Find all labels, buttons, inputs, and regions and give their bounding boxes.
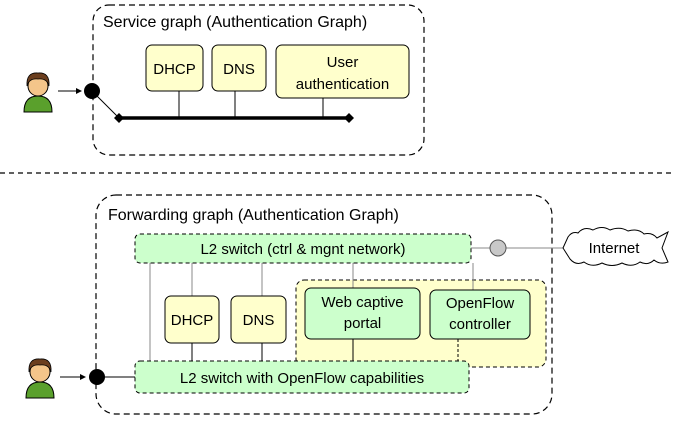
l2-ctrl-switch-label: L2 switch (ctrl & mgnt network) — [200, 241, 405, 258]
service-graph: Service graph (Authentication Graph) DHC… — [23, 4, 425, 156]
service-user-arrowhead — [76, 88, 82, 94]
service-bus-right-end — [344, 113, 354, 123]
service-user-auth-label-line2: authentication — [296, 76, 389, 93]
service-user-icon — [23, 72, 53, 113]
l2-openflow-switch-label: L2 switch with OpenFlow capabilities — [180, 370, 424, 387]
forwarding-dhcp-box: DHCP — [164, 295, 220, 344]
forwarding-user-icon — [25, 358, 55, 399]
captive-label-line2: portal — [344, 315, 382, 332]
service-dns-box: DNS — [211, 44, 267, 92]
openflow-label-line1: OpenFlow — [446, 295, 515, 312]
service-dns-label: DNS — [223, 61, 255, 78]
forwarding-dns-box: DNS — [230, 295, 287, 344]
service-entry-port — [84, 83, 100, 99]
internet-label: Internet — [589, 240, 641, 257]
service-dhcp-label: DHCP — [153, 61, 196, 78]
forwarding-user-arrowhead — [80, 374, 86, 380]
web-captive-portal-box: Web captive portal — [304, 287, 421, 340]
service-dhcp-box: DHCP — [145, 44, 204, 92]
forwarding-dns-label: DNS — [243, 312, 275, 329]
service-graph-border — [92, 4, 425, 156]
forwarding-entry-port — [89, 369, 105, 385]
service-user-auth-label-line1: User — [327, 54, 359, 71]
openflow-label-line2: controller — [449, 316, 511, 333]
openflow-controller-box: OpenFlow controller — [429, 289, 531, 340]
l2-ctrl-switch: L2 switch (ctrl & mgnt network) — [134, 233, 472, 264]
forwarding-graph-border — [95, 194, 553, 415]
l2-openflow-switch: L2 switch with OpenFlow capabilities — [134, 360, 470, 394]
forwarding-dhcp-label: DHCP — [171, 312, 214, 329]
internet-gateway-port — [489, 239, 507, 257]
forwarding-graph-title: Forwarding graph (Authentication Graph) — [108, 207, 399, 224]
internet-cloud: Internet — [562, 227, 669, 266]
service-graph-title: Service graph (Authentication Graph) — [103, 14, 367, 31]
forwarding-graph: Forwarding graph (Authentication Graph) … — [25, 194, 669, 415]
captive-label-line1: Web captive — [321, 294, 403, 311]
service-user-auth-box: User authentication — [275, 44, 410, 99]
